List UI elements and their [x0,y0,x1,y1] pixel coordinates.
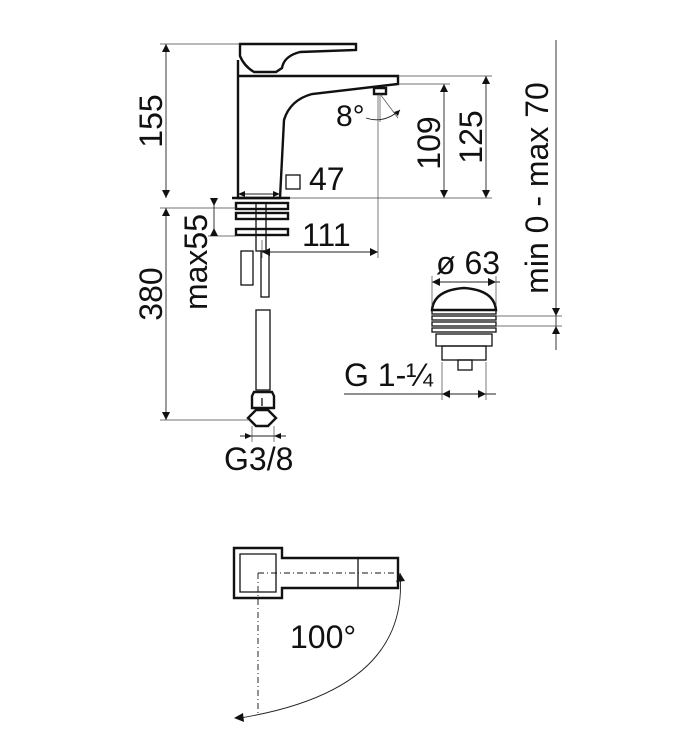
label-waste-diameter: ø 63 [436,245,500,281]
label-waste-thread: G 1-¼ [344,357,434,393]
faucet-dimension-lines [160,43,492,442]
label-spout-reach: 111 [302,217,351,253]
label-inlet-thread: G3/8 [224,441,293,477]
label-max-deck-thickness: max55 [178,214,214,310]
faucet-top-view [232,546,405,722]
label-base-size: 47 [309,161,345,197]
label-hose-length: 380 [133,267,169,320]
faucet-side-view [232,42,400,428]
dimension-labels: 155 380 max55 109 125 8° 47 111 ø 63 min… [133,82,555,655]
label-body-height: 125 [453,110,489,163]
label-swivel-angle: 100° [290,619,356,655]
label-spout-angle: 8° [336,100,365,133]
label-total-height: 155 [133,94,169,147]
waste-drain-view [344,40,562,400]
label-spout-height: 109 [411,116,447,169]
label-waste-height-range: min 0 - max 70 [519,82,555,294]
